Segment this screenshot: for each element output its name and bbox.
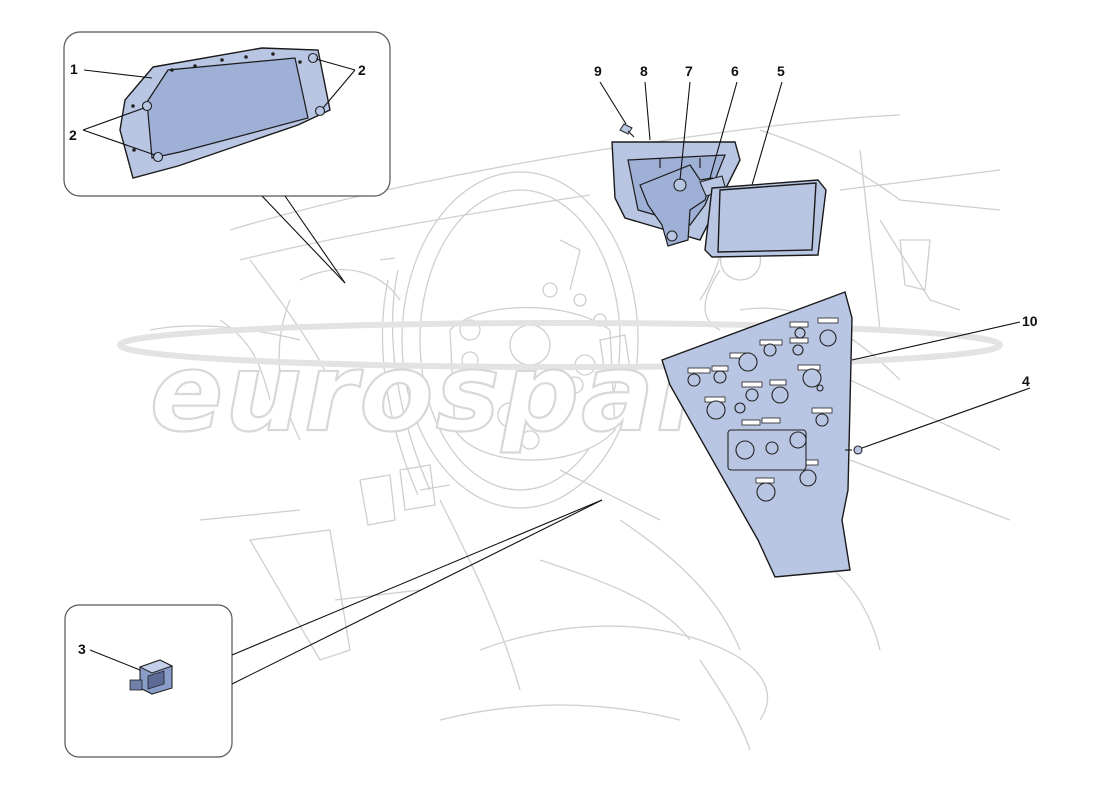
display-assembly: 9 8 7 6 5 <box>594 63 827 258</box>
callout-2-left: 2 <box>69 127 77 143</box>
panel-switches <box>687 317 839 502</box>
part-9-switch-panel: 10 <box>661 291 1038 578</box>
callout-6: 8 <box>640 63 648 79</box>
inset-instrument-cluster: 1 2 2 <box>63 31 391 284</box>
part-5-bracket <box>639 164 713 247</box>
callout-4: 6 <box>731 63 739 79</box>
callout-10: 4 <box>1022 373 1030 389</box>
watermark: eurospares <box>117 320 1003 457</box>
part-8-connector <box>129 659 174 695</box>
part-2-screw <box>141 52 326 163</box>
callout-2-right: 2 <box>358 62 366 78</box>
steering-wheel-outline <box>379 171 639 509</box>
callout-1: 1 <box>70 61 78 77</box>
inset-connector: 3 <box>64 499 603 758</box>
callout-5: 7 <box>685 63 693 79</box>
part-7-screw <box>619 123 635 138</box>
part-10-fastener: 4 <box>845 373 1031 455</box>
callout-3: 5 <box>777 63 785 79</box>
callout-9: 10 <box>1022 313 1038 329</box>
callout-7: 9 <box>594 63 602 79</box>
callout-8: 3 <box>78 641 86 657</box>
